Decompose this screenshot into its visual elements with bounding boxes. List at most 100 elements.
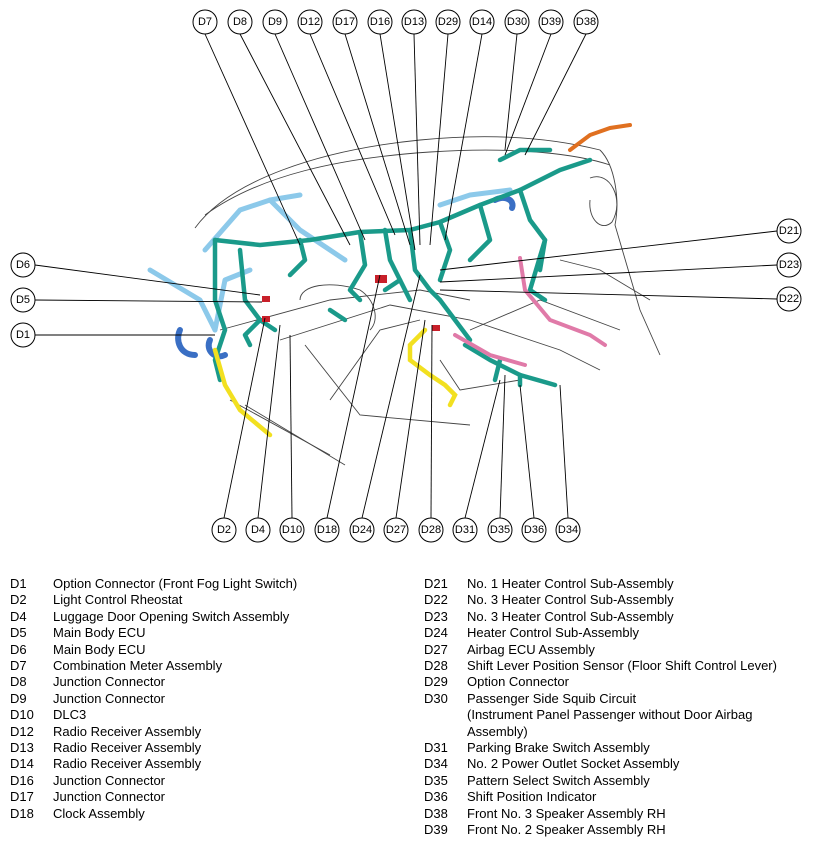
svg-text:D23: D23 [779, 259, 799, 271]
legend-desc: Airbag ECU Assembly [467, 641, 595, 657]
wiring-harness-diagram: D7 D8 D9 D12 D17 D16 D13 D29 D14 D30 D39… [10, 9, 802, 543]
leader-lines [34, 33, 778, 519]
svg-text:D7: D7 [198, 16, 212, 28]
legend-code: D23 [424, 608, 448, 624]
harness-main-teal [212, 147, 593, 388]
callout-d7: D7 [192, 9, 218, 35]
legend-desc: (Instrument Panel Passenger without Door… [467, 707, 753, 723]
legend-desc: Pattern Select Switch Assembly [467, 772, 650, 788]
svg-text:D12: D12 [300, 16, 320, 28]
legend-row: D39 Front No. 2 Speaker Assembly RH [424, 822, 809, 838]
legend-desc: Radio Receiver Assembly [53, 740, 202, 756]
legend-row: D2 Light Control Rheostat [10, 592, 410, 608]
svg-text:D18: D18 [317, 524, 337, 536]
legend-row: D23 No. 3 Heater Control Sub-Assembly [424, 609, 809, 625]
legend-desc: Assembly) [467, 723, 528, 739]
legend-desc: Front No. 2 Speaker Assembly RH [467, 822, 666, 838]
legend-desc: Shift Position Indicator [467, 789, 597, 805]
svg-text:D21: D21 [779, 225, 799, 237]
svg-text:D22: D22 [779, 293, 799, 305]
callout-d38: D38 [573, 9, 599, 35]
callout-d13: D13 [401, 9, 427, 35]
callout-d36: D36 [521, 517, 547, 543]
callout-d12: D12 [297, 9, 323, 35]
legend-code: D39 [424, 822, 448, 838]
callout-d6: D6 [10, 252, 36, 278]
callout-d23: D23 [776, 252, 802, 278]
legend-desc: Option Connector (Front Fog Light Switch… [53, 576, 298, 591]
legend-code [424, 724, 467, 740]
callout-d17: D17 [332, 9, 358, 35]
callout-d22: D22 [776, 286, 802, 312]
callout-d29: D29 [435, 9, 461, 35]
legend-code: D35 [424, 772, 448, 788]
callout-d4: D4 [245, 517, 271, 543]
svg-text:D39: D39 [541, 16, 561, 28]
callout-d35: D35 [487, 517, 513, 543]
svg-text:D14: D14 [472, 16, 492, 28]
legend-code: D5 [10, 625, 27, 641]
harness-pink [453, 256, 607, 367]
legend-desc: Main Body ECU [53, 641, 146, 657]
dashboard-outline [194, 136, 661, 466]
legend-desc: Junction Connector [53, 674, 166, 690]
callout-d30: D30 [504, 9, 530, 35]
legend-desc: Junction Connector [53, 690, 166, 706]
legend-row: D1 Option Connector (Front Fog Light Swit… [10, 576, 410, 592]
callout-d8: D8 [227, 9, 253, 35]
svg-text:D10: D10 [282, 524, 302, 536]
svg-text:D1: D1 [16, 329, 30, 341]
svg-text:D6: D6 [16, 259, 30, 271]
legend-desc: Junction Connector [53, 789, 166, 805]
legend-desc: Heater Control Sub-Assembly [467, 625, 639, 641]
svg-text:D9: D9 [268, 16, 282, 28]
callout-d16: D16 [367, 9, 393, 35]
svg-text:D4: D4 [251, 524, 265, 536]
legend-row: (Instrument Panel Passenger without Door… [424, 707, 809, 723]
legend-desc: Option Connector [467, 674, 569, 690]
legend-code: D16 [10, 772, 34, 788]
callout-d18: D18 [314, 517, 340, 543]
legend-desc: No. 1 Heater Control Sub-Assembly [467, 576, 674, 591]
legend-row: D27 Airbag ECU Assembly [424, 642, 809, 658]
svg-text:D5: D5 [16, 294, 30, 306]
legend-desc: Parking Brake Switch Assembly [467, 740, 650, 756]
legend-code: D1 [10, 576, 27, 591]
legend-left: D1 Option Connector (Front Fog Light Swit… [10, 576, 410, 822]
legend-desc: Junction Connector [53, 772, 166, 788]
legend-desc: No. 3 Heater Control Sub-Assembly [467, 608, 674, 624]
svg-text:D27: D27 [386, 524, 406, 536]
svg-text:D24: D24 [352, 524, 372, 536]
svg-text:D35: D35 [490, 524, 510, 536]
legend-desc: Passenger Side Squib Circuit [467, 690, 637, 706]
svg-text:D16: D16 [370, 16, 390, 28]
legend-code: D27 [424, 641, 448, 657]
legend-desc: Light Control Rheostat [53, 592, 183, 608]
legend-code: D34 [424, 756, 448, 772]
legend-code: D22 [424, 592, 448, 608]
svg-text:D31: D31 [455, 524, 475, 536]
legend-code: D12 [10, 723, 34, 739]
callout-d21: D21 [776, 218, 802, 244]
legend-desc: DLC3 [53, 707, 87, 723]
legend-code: D31 [424, 740, 448, 756]
legend-code: D8 [10, 674, 27, 690]
legend-desc: Luggage Door Opening Switch Assembly [53, 608, 290, 624]
callout-d31: D31 [452, 517, 478, 543]
legend-desc: Main Body ECU [53, 625, 146, 641]
legend-code: D2 [10, 592, 27, 608]
